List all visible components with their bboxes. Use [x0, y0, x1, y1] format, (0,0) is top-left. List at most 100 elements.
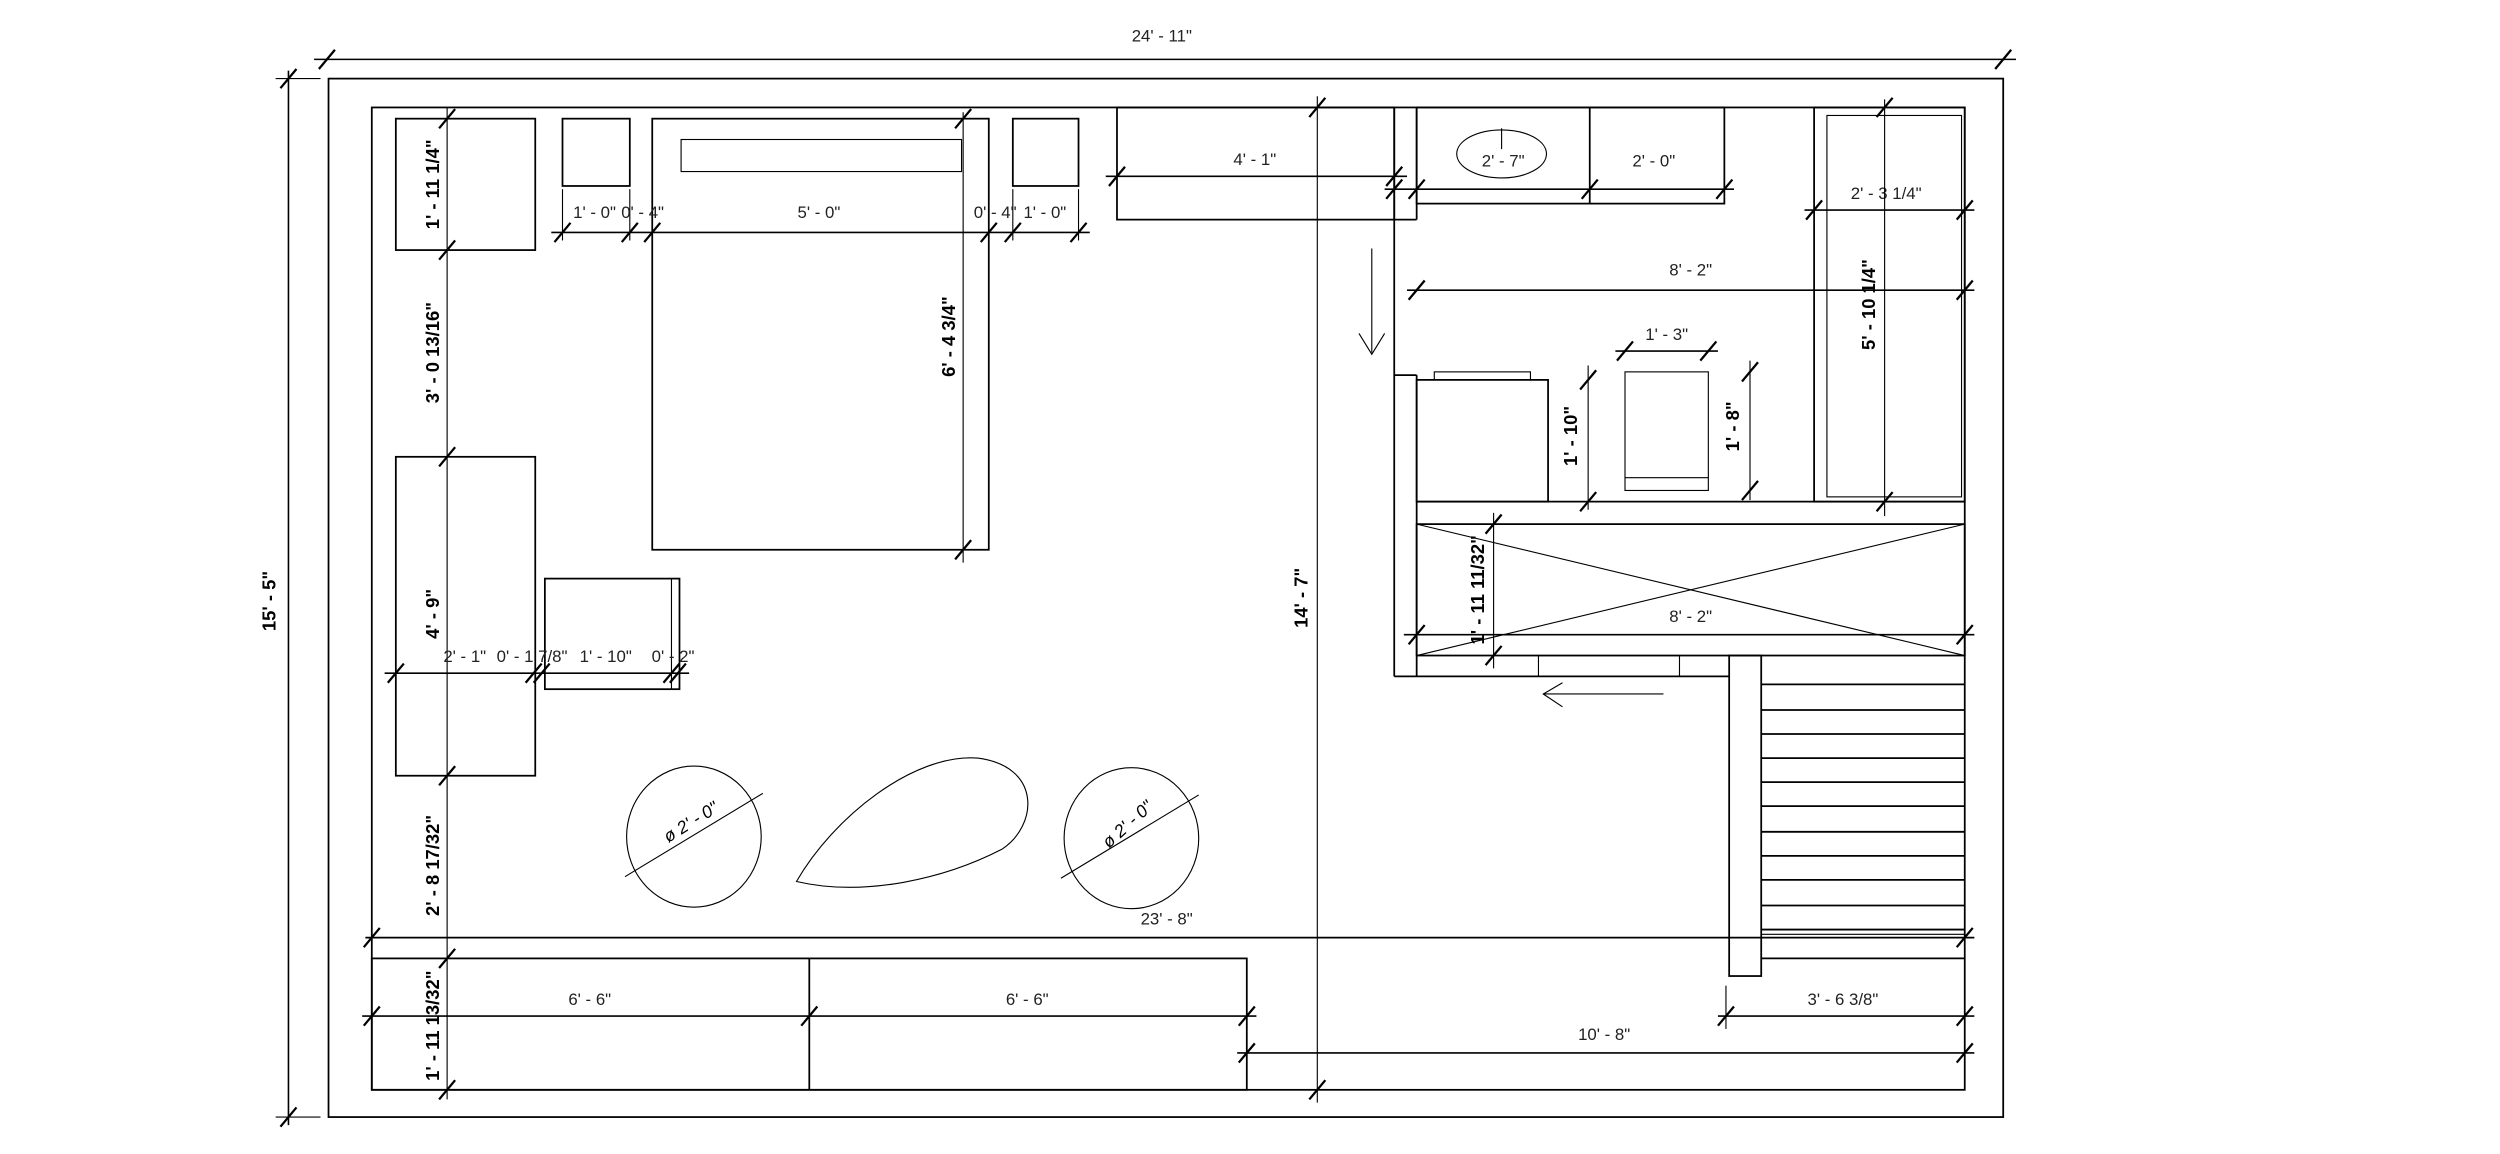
chair-row-dim-2: 0' - 1 7/8"	[497, 647, 568, 666]
bed-length-dim: 6' - 4 3/4"	[938, 296, 959, 377]
chair-row-dim-1: 2' - 1"	[443, 647, 486, 666]
dimension-tick	[524, 662, 543, 684]
left-lower-gap-dim: 2' - 8 17/32"	[422, 815, 443, 916]
vanity	[1415, 106, 1726, 205]
dimension-tick	[954, 539, 973, 561]
dimension-tick	[1579, 369, 1598, 391]
dimension-tick	[1308, 97, 1327, 118]
dimension-tick	[1741, 480, 1759, 501]
dimension-tick	[438, 1079, 456, 1101]
dimension-tick	[438, 239, 456, 261]
dimension-tick	[979, 222, 998, 243]
bath-width-dim: 8' - 2"	[1669, 261, 1712, 280]
dimension-tick	[1407, 624, 1426, 646]
dimension-tick	[800, 1005, 819, 1027]
stair-width-dim: 3' - 6 3/8"	[1808, 990, 1879, 1009]
stair-stringer	[1728, 654, 1763, 977]
dimension-tick	[643, 222, 662, 243]
stool-right	[1063, 767, 1200, 910]
dimension-tick	[1875, 97, 1894, 118]
nightstand-left	[561, 117, 631, 187]
arrow-head-down	[1358, 333, 1386, 356]
dimension-tick	[362, 927, 381, 948]
dimension-tick	[1580, 178, 1599, 200]
dimension-tick	[438, 446, 456, 468]
closet-cross	[1416, 523, 1965, 657]
dimension-tick	[318, 49, 336, 70]
bed	[651, 117, 990, 551]
washer	[1415, 379, 1549, 503]
dimension-tick	[438, 108, 456, 130]
overall-width-label: 24' - 11"	[1132, 27, 1192, 46]
dimension-tick	[279, 68, 298, 89]
toilet	[1624, 371, 1709, 492]
toilet-depth-dim: 1' - 8"	[1722, 401, 1743, 451]
bed-width-dim: 5' - 0"	[797, 203, 840, 222]
dimension-tick	[1717, 1005, 1735, 1027]
wardrobe	[394, 117, 537, 251]
dimension-tick	[1741, 361, 1759, 383]
dimension-tick	[438, 765, 456, 787]
dimension-tick	[1955, 927, 1974, 948]
closet-width-dim: 8' - 2"	[1669, 607, 1712, 626]
dimension-tick	[620, 222, 639, 243]
dimension-tick	[1955, 624, 1974, 646]
dimension-tick	[1385, 166, 1404, 187]
nightstand-right-dim: 1' - 0"	[1023, 203, 1066, 222]
dimension-ticks	[279, 49, 2013, 1128]
dimension-tick	[1579, 491, 1598, 513]
overall-height-label: 15' - 5"	[259, 571, 280, 631]
washer-depth-dim: 1' - 10"	[1560, 406, 1581, 466]
dimension-tick	[662, 662, 681, 684]
outer-wall	[327, 77, 2005, 1118]
door-sill	[1537, 654, 1681, 677]
dimension-tick	[532, 662, 551, 684]
dimension-tick	[669, 662, 687, 684]
desk-width-dim: 4' - 1"	[1233, 150, 1276, 169]
dimension-tick	[438, 948, 456, 969]
dimension-tick	[386, 662, 405, 684]
stool-left	[626, 765, 762, 908]
dimension-tick	[1108, 166, 1126, 187]
cabinet	[394, 455, 537, 777]
room-width-dim: 23' - 8"	[1141, 910, 1193, 929]
stool-left-diameter-line	[624, 792, 764, 878]
shower-tray	[1826, 114, 1963, 498]
vanity-counter-dim: 2' - 0"	[1632, 152, 1675, 171]
gap-left-dim: 0' - 4"	[621, 203, 664, 222]
sink-counter-dim: 2' - 7"	[1482, 152, 1525, 171]
closet-depth-dim: 1' - 11 11/32"	[1467, 535, 1488, 644]
chair-row-dim-4: 0' - 2"	[652, 647, 695, 666]
left-gap-dim: 3' - 0 13/16"	[422, 302, 443, 403]
dimension-tick	[279, 1106, 298, 1128]
left-cabinet-dim: 4' - 9"	[422, 589, 443, 639]
gap-right-dim: 0' - 4"	[974, 203, 1017, 222]
dimension-tick	[954, 108, 973, 130]
dimension-tick	[1805, 199, 1823, 221]
dimension-tick	[1994, 49, 2013, 70]
teardrop-table	[795, 757, 1029, 888]
chair	[543, 577, 681, 691]
bottom-right-width-dim: 10' - 8"	[1578, 1025, 1630, 1044]
closet	[1415, 523, 1966, 657]
toilet-width-dim: 1' - 3"	[1645, 325, 1688, 344]
dimension-tick	[362, 1005, 381, 1027]
left-wardrobe-dim: 1' - 11 1/4"	[422, 139, 443, 229]
dimension-tick	[1003, 222, 1022, 243]
dimension-tick	[1237, 1005, 1256, 1027]
nightstand-left-dim: 1' - 0"	[573, 203, 616, 222]
pillow	[680, 138, 963, 173]
shower	[1813, 106, 1966, 503]
dimension-tick	[1955, 279, 1974, 301]
dimension-tick	[1385, 178, 1404, 200]
dimension-tick	[1407, 178, 1426, 200]
dimension-tick	[1955, 1005, 1974, 1027]
arrow-head-left	[1542, 682, 1563, 708]
dimension-tick	[1484, 645, 1503, 666]
shower-width-dim: 2' - 3 1/4"	[1851, 184, 1922, 203]
dimension-tick	[1699, 340, 1718, 362]
shower-length-dim: 5' - 10 1/4"	[1858, 259, 1879, 350]
dimension-tick	[1407, 279, 1426, 301]
counter-right-dim: 6' - 6"	[1006, 990, 1049, 1009]
